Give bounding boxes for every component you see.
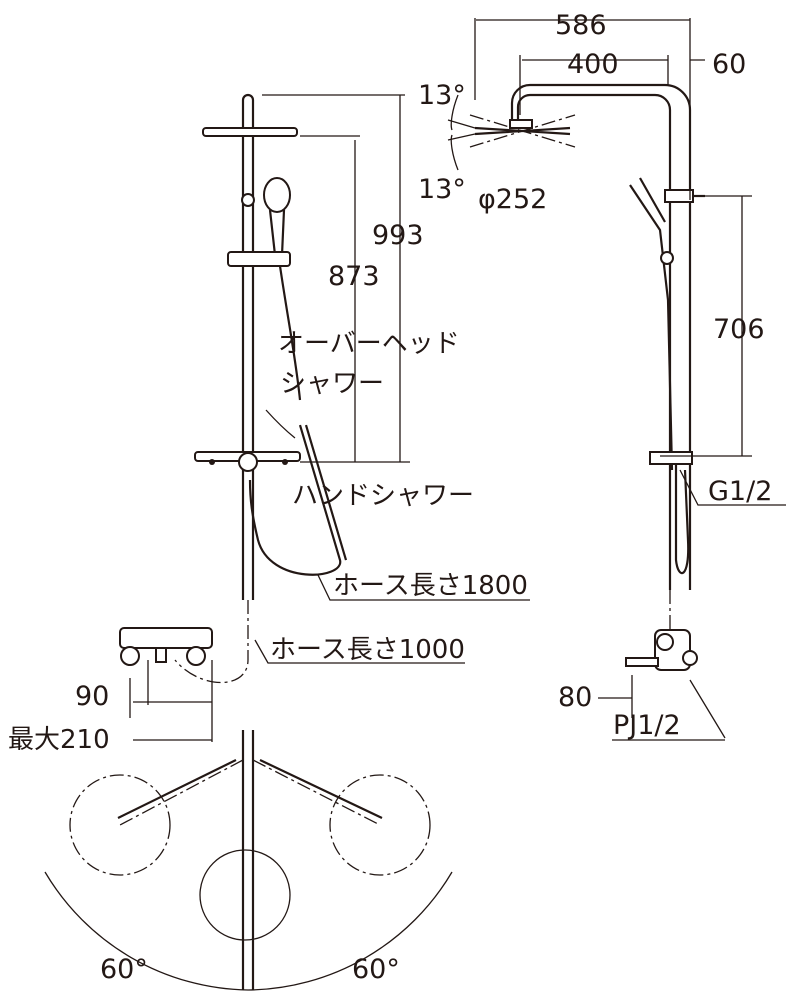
dim-max-210: 最大210 bbox=[8, 725, 110, 755]
label-g-1-2: G1/2 bbox=[708, 476, 772, 507]
dim-phi-252: φ252 bbox=[478, 184, 547, 215]
dim-13-down: 13° bbox=[418, 174, 466, 205]
dim-993: 993 bbox=[372, 220, 424, 251]
label-overhead-1: オーバーヘッド bbox=[278, 329, 460, 359]
front-elevation bbox=[174, 93, 530, 683]
dim-13-up: 13° bbox=[418, 80, 466, 111]
dim-angle-left: 60° bbox=[100, 954, 148, 985]
dim-60: 60 bbox=[712, 49, 746, 80]
dim-586: 586 bbox=[555, 10, 607, 41]
label-hand-shower: ハンドシャワー bbox=[292, 481, 474, 511]
label-pj-1-2: PJ1/2 bbox=[613, 710, 681, 741]
mixer-valve bbox=[119, 627, 213, 742]
dim-706: 706 bbox=[713, 314, 765, 345]
dim-80: 80 bbox=[558, 682, 592, 713]
dim-angle-right: 60° bbox=[352, 954, 400, 985]
rotation-plan-view bbox=[44, 730, 453, 991]
dim-90: 90 bbox=[75, 681, 109, 712]
label-hose-1800: ホース長さ1800 bbox=[333, 571, 528, 601]
dim-400: 400 bbox=[567, 49, 619, 80]
label-hose-1000: ホース長さ1000 bbox=[270, 635, 465, 665]
side-elevation bbox=[447, 18, 786, 741]
dim-873: 873 bbox=[328, 261, 380, 292]
label-overhead-2: シャワー bbox=[280, 369, 384, 399]
